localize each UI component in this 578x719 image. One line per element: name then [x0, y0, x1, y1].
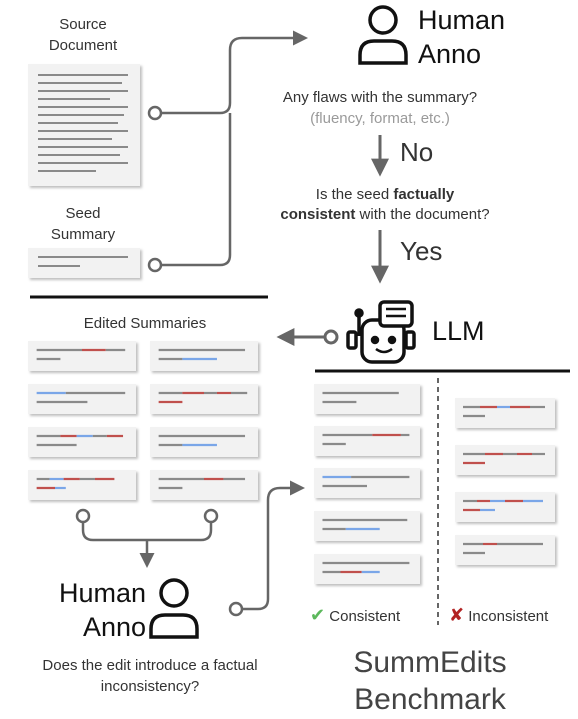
answer-yes: Yes	[400, 236, 443, 266]
consistent-summary-card	[314, 511, 420, 541]
edited-summary-card	[150, 384, 258, 414]
robot-icon	[346, 300, 416, 364]
question-edit: Does the edit introduce a factual incons…	[42, 657, 258, 695]
inconsistent-summary-card	[455, 535, 555, 565]
human-anno-top-label: Human Anno	[418, 5, 506, 69]
inconsistent-column	[455, 398, 555, 565]
edited-summary-card	[150, 470, 258, 500]
legend-consistent-label: Consistent	[329, 608, 401, 625]
llm-label: LLM	[432, 316, 485, 346]
answer-no: No	[400, 137, 434, 167]
consistent-summary-card	[314, 554, 420, 584]
seed-summary-label: Seed Summary	[50, 205, 116, 243]
question-consistent-pre: Is the seed	[315, 186, 394, 203]
consistent-summary-card	[314, 384, 420, 414]
inconsistent-summary-card	[455, 492, 555, 522]
edited-summaries-label: Edited Summaries	[83, 315, 207, 332]
question-flaws: Any flaws with the summary?	[282, 89, 478, 106]
question-consistent-post: with the document?	[355, 206, 490, 224]
benchmark-title: SummEdits Benchmark	[353, 646, 507, 716]
question-consistent-bold2: consistent	[280, 206, 356, 224]
inconsistent-summary-card	[455, 445, 555, 475]
edited-summary-card	[28, 427, 136, 457]
edited-summary-card	[28, 384, 136, 414]
check-icon: ✔	[310, 605, 326, 625]
consistent-summary-card	[314, 426, 420, 456]
human-annotator-icon-bottom	[149, 578, 199, 639]
edited-summaries-grid	[28, 341, 258, 500]
source-document-icon	[28, 64, 140, 186]
question-flaws-hint: (fluency, format, etc.)	[310, 110, 450, 127]
review-connector	[75, 508, 219, 568]
edited-summary-card	[28, 341, 136, 371]
human-anno-bottom-label: Human Anno	[58, 578, 146, 642]
edited-summary-card	[150, 427, 258, 457]
legend-consistent: ✔ Consistent	[310, 605, 400, 626]
seed-summary-icon	[28, 248, 140, 278]
question-consistent: Is the seed factually consistent with th…	[240, 185, 530, 226]
llm-output-connector	[276, 328, 339, 346]
merge-connector	[147, 30, 308, 273]
human-annotator-icon	[358, 5, 408, 65]
benchmark-connector	[228, 480, 305, 617]
legend-inconsistent-label: Inconsistent	[468, 608, 549, 625]
inconsistent-summary-card	[455, 398, 555, 428]
cross-icon: ✘	[449, 605, 465, 625]
edited-summary-card	[150, 341, 258, 371]
edited-summary-card	[28, 470, 136, 500]
consistent-column	[314, 384, 420, 584]
legend-inconsistent: ✘ Inconsistent	[449, 605, 548, 626]
source-document-label: Source Document	[48, 16, 118, 54]
question-consistent-bold1: factually	[393, 186, 455, 203]
consistent-summary-card	[314, 468, 420, 498]
